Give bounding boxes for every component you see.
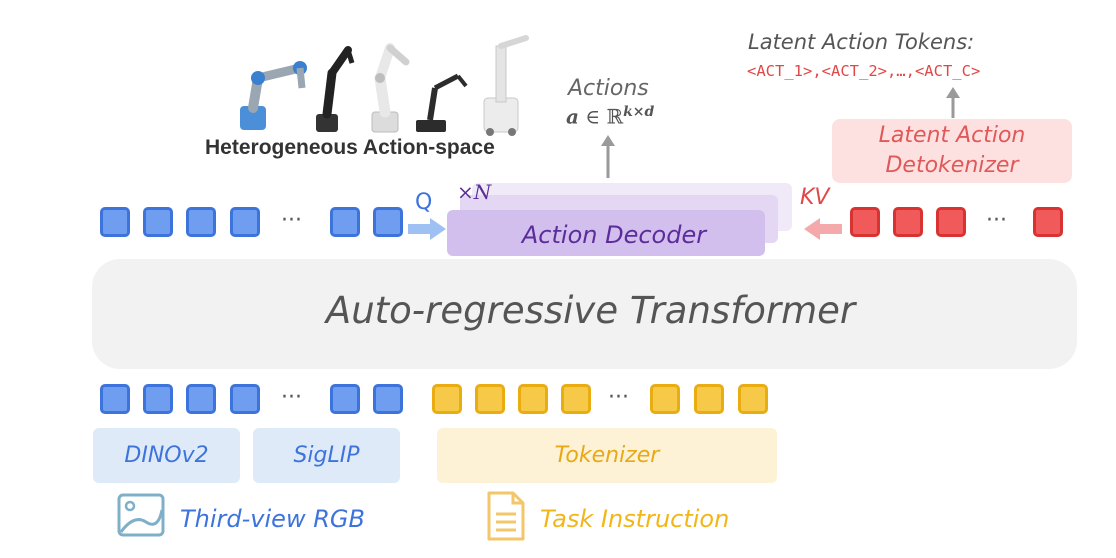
image-token — [143, 384, 173, 414]
ellipsis: ··· — [281, 208, 302, 233]
text-token — [475, 384, 505, 414]
actions-up-arrow — [601, 135, 615, 178]
text-token — [518, 384, 548, 414]
kv-label: KV — [800, 185, 830, 210]
vision-token — [230, 207, 260, 237]
latent-action-token — [850, 207, 880, 237]
vision-token — [330, 207, 360, 237]
siglip-label: SigLIP — [293, 443, 360, 468]
image-token — [100, 384, 130, 414]
latent-tokens-label: Latent Action Tokens: — [748, 30, 975, 54]
robot-arms-illustration — [240, 35, 529, 136]
tokenizer: Tokenizer — [437, 428, 777, 483]
actions-formula-var: a — [566, 104, 579, 129]
ur-arm-icon — [240, 61, 307, 130]
query-label: Q — [415, 190, 433, 215]
text-token — [432, 384, 462, 414]
vision-token — [143, 207, 173, 237]
ellipsis: ··· — [281, 385, 302, 410]
action-decoder-label: Action Decoder — [521, 221, 707, 249]
robots-caption: Heterogeneous Action-space — [205, 136, 495, 159]
task-instruction-label: Task Instruction — [540, 505, 730, 533]
text-token — [561, 384, 591, 414]
rgb-input-label: Third-view RGB — [180, 505, 365, 533]
kinova-arm-icon — [316, 46, 355, 132]
latent-action-token — [1033, 207, 1063, 237]
vision-token — [373, 207, 403, 237]
latent-up-arrow — [946, 87, 960, 118]
actions-label: Actions — [568, 76, 649, 101]
decoder-repeat-label: ×N — [457, 180, 492, 204]
ellipsis: ··· — [608, 385, 629, 410]
widowx-arm-icon — [416, 73, 468, 132]
detokenizer-line1: Latent Action — [878, 123, 1026, 148]
actions-formula-rest: ∈ ℝ — [578, 104, 624, 129]
text-token — [694, 384, 724, 414]
dinov2-encoder: DINOv2 — [93, 428, 240, 483]
query-arrow — [408, 218, 446, 240]
image-token — [330, 384, 360, 414]
dinov2-label: DINOv2 — [124, 443, 209, 468]
text-token — [650, 384, 680, 414]
actions-formula-sup: k×d — [623, 104, 655, 120]
siglip-encoder: SigLIP — [253, 428, 400, 483]
vision-token — [100, 207, 130, 237]
image-token — [186, 384, 216, 414]
transformer-label: Auto-regressive Transformer — [325, 288, 856, 332]
image-icon — [117, 493, 165, 537]
text-token — [738, 384, 768, 414]
actions-formula: a ∈ ℝk×d — [566, 104, 654, 129]
latent-action-detokenizer: Latent Action Detokenizer — [832, 119, 1072, 183]
action-decoder: Action Decoder — [447, 210, 765, 256]
image-token — [373, 384, 403, 414]
mobile-robot-icon — [483, 35, 529, 136]
tokenizer-label: Tokenizer — [554, 443, 660, 468]
latent-action-token — [936, 207, 966, 237]
detokenizer-line2: Detokenizer — [885, 153, 1019, 178]
franka-arm-icon — [371, 43, 410, 133]
document-icon — [487, 491, 525, 541]
latent-action-token — [893, 207, 923, 237]
autoregressive-transformer: Auto-regressive Transformer — [92, 259, 1077, 369]
kv-arrow — [804, 218, 842, 240]
ellipsis: ··· — [986, 208, 1007, 233]
latent-tokens-sequence: <ACT_1>,<ACT_2>,…,<ACT_C> — [747, 62, 981, 80]
vision-token — [186, 207, 216, 237]
image-token — [230, 384, 260, 414]
